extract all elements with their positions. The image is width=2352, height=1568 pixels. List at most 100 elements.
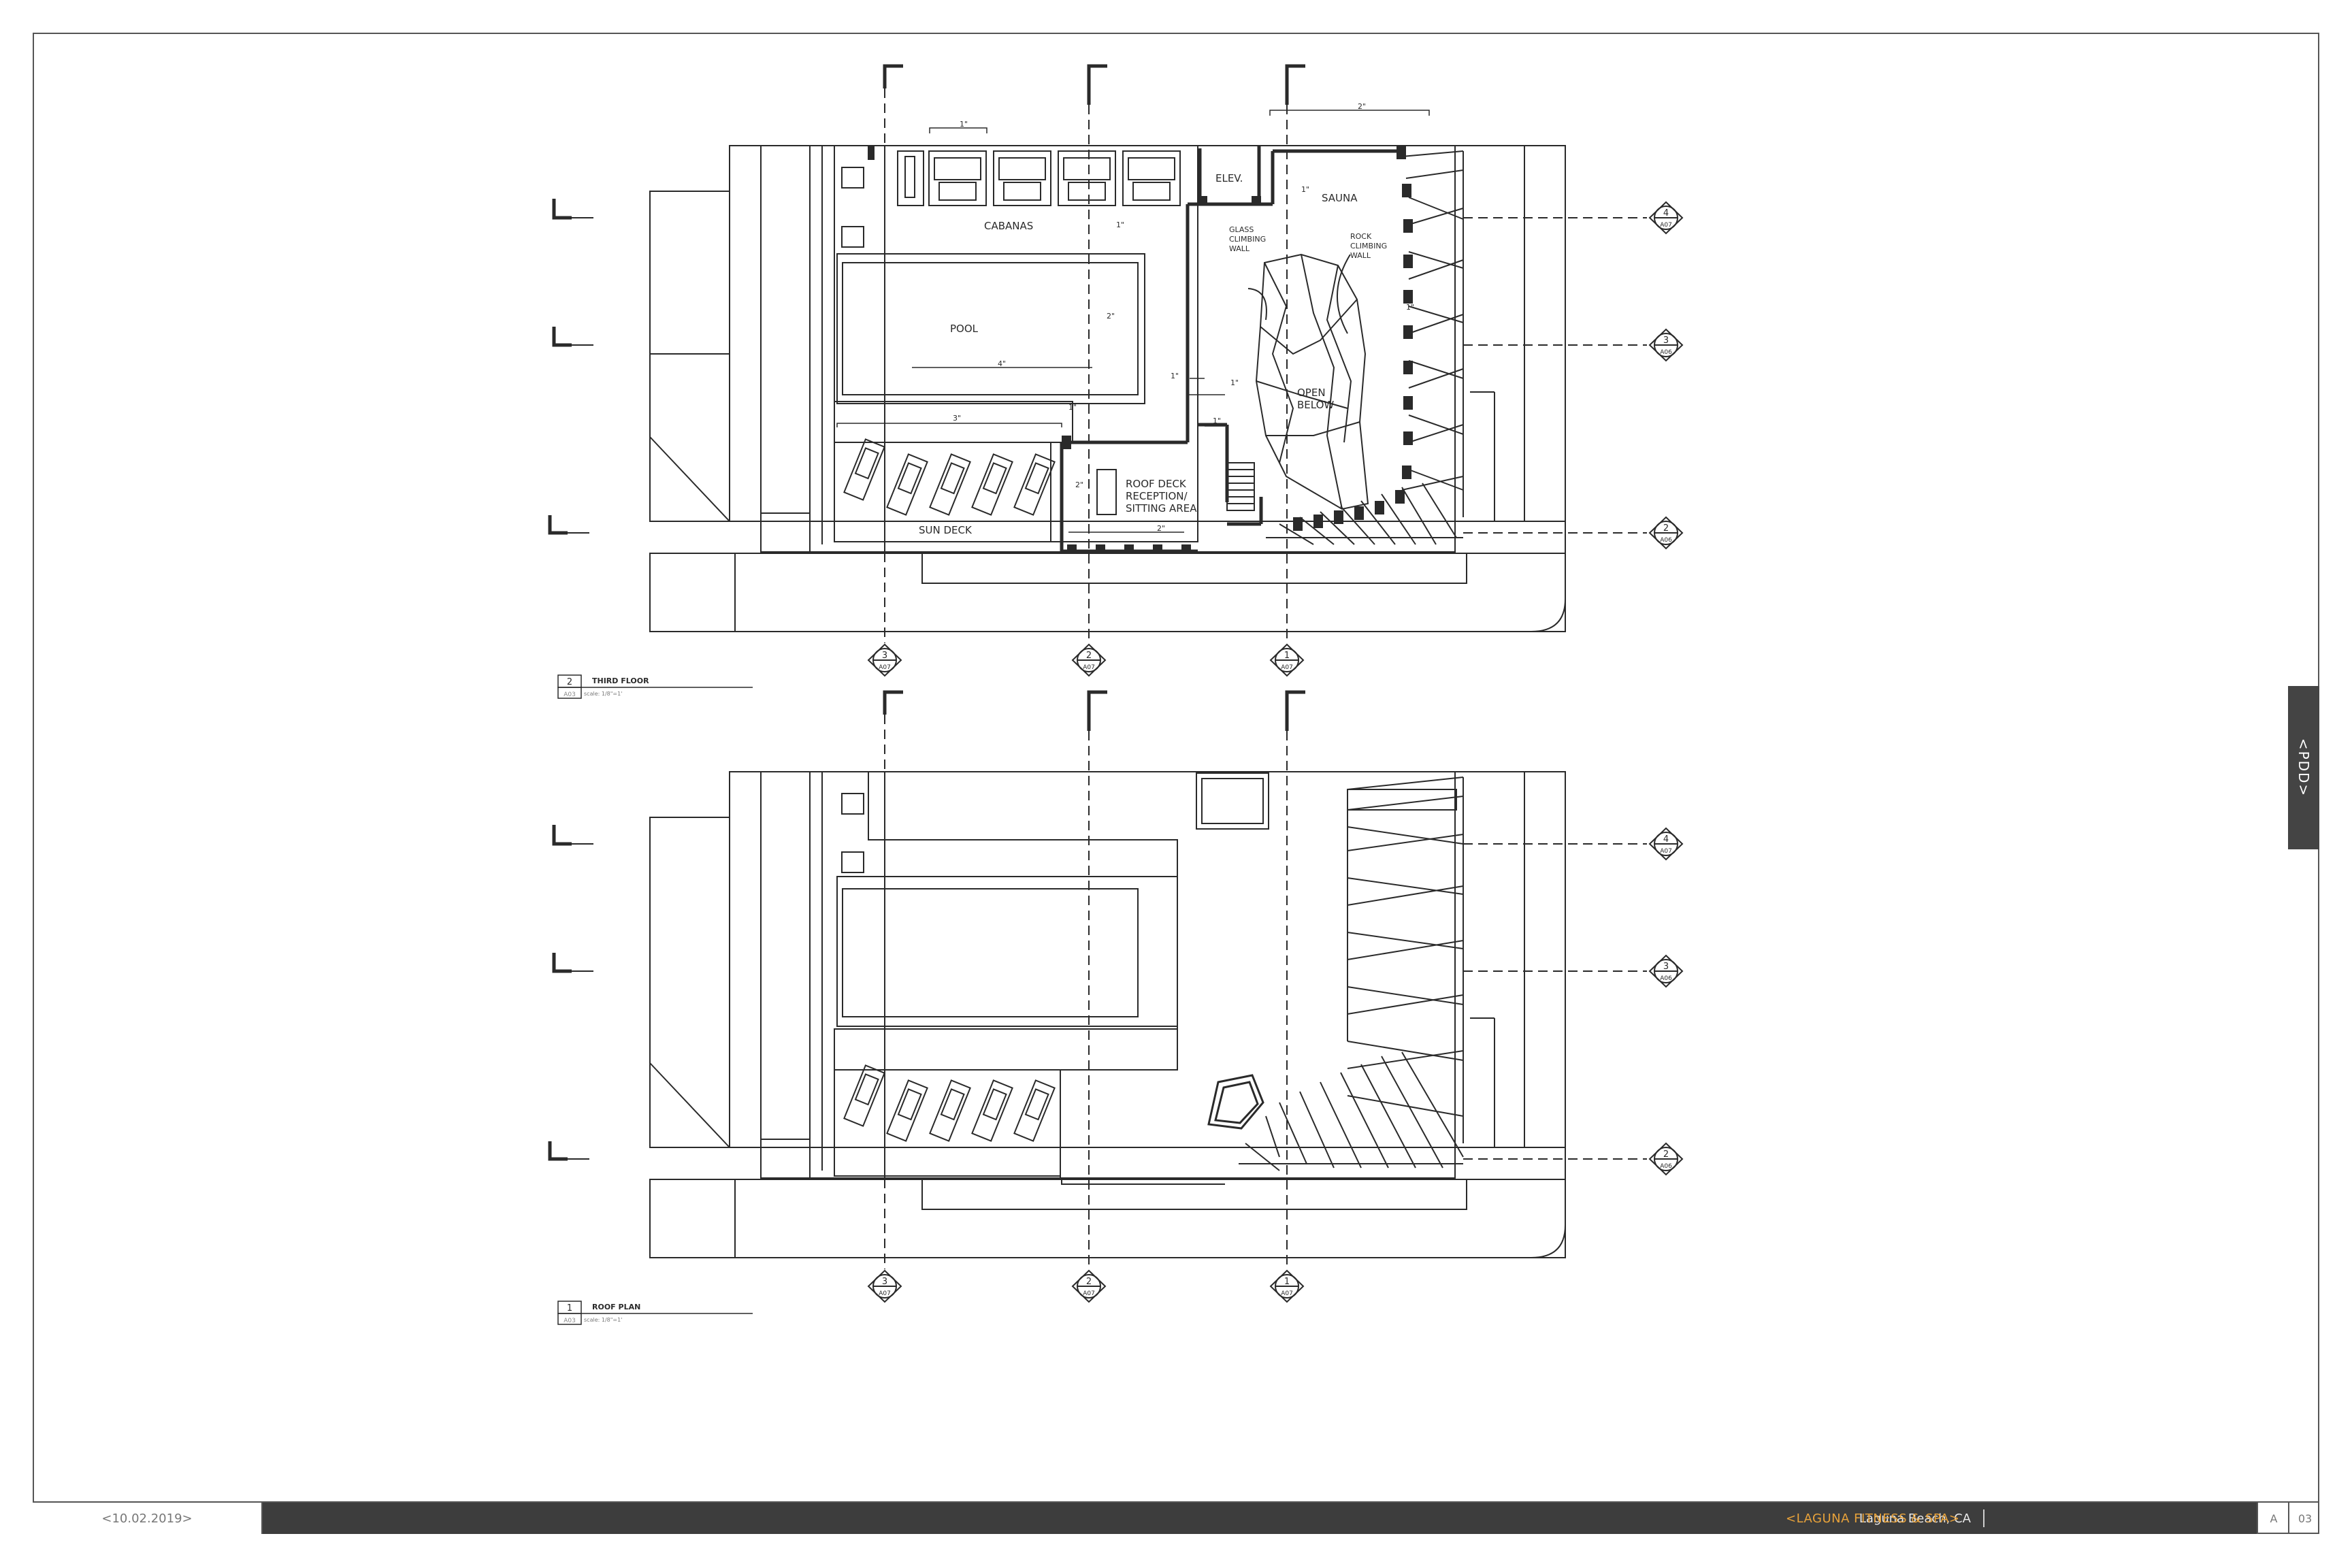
sun-deck-lounges [834, 438, 1056, 542]
stair [1226, 462, 1255, 511]
facade-fins [1266, 150, 1464, 545]
section-marker-symbols [867, 201, 1684, 1303]
dim-pool-length: 4" [998, 359, 1006, 368]
marker-rp-r3-num: 2 [1663, 1149, 1669, 1160]
label-elev: ELEV. [1215, 172, 1243, 184]
label-glass-wall-1: GLASS [1229, 225, 1254, 234]
marker-tf-r1-num: 4 [1663, 208, 1669, 218]
roof-plan-title-text: ROOF PLAN [592, 1303, 640, 1311]
interior-walls [1060, 146, 1402, 553]
third-floor-title-text: THIRD FLOOR [592, 676, 649, 685]
third-floor-plan [548, 64, 1647, 643]
marker-tf-b1-sheet: A07 [879, 664, 891, 671]
title-divider [1983, 1509, 1984, 1527]
roof-plan-title [557, 1301, 753, 1325]
dimension-labels: 1" 2" 4" 3" 2" 1" 1" 1" 1" 1" 2" 1" 1" 2… [953, 102, 1414, 533]
label-reception-1: ROOF DECK [1126, 478, 1187, 490]
cabana-units [928, 150, 1181, 206]
third-floor-title [557, 674, 753, 699]
marker-rp-r1-num: 4 [1663, 834, 1669, 845]
marker-tf-b3-sheet: A07 [1281, 664, 1293, 671]
roof-plan-scale: scale: 1/8"=1' [584, 1317, 622, 1323]
dim-cabana-width: 1" [960, 120, 968, 129]
marker-rp-r2-sheet: A06 [1660, 975, 1672, 982]
marker-tf-r3-num: 2 [1663, 523, 1669, 534]
label-glass-wall-2: CLIMBING [1229, 235, 1266, 244]
marker-rp-r3-sheet: A06 [1660, 1163, 1672, 1170]
roof-section-lines [884, 715, 1647, 1269]
roof-skylight [1207, 1074, 1264, 1130]
marker-rp-b1-num: 3 [882, 1277, 887, 1287]
section-lines [834, 88, 1647, 643]
roof-plan [548, 690, 1647, 1269]
roof-footprint [760, 771, 1456, 1185]
label-sauna: SAUNA [1322, 192, 1358, 204]
dim-small-2: 2" [1107, 312, 1115, 321]
marker-tf-r2-num: 3 [1663, 336, 1669, 346]
third-floor-scale: scale: 1/8"=1' [584, 691, 622, 697]
label-reception-2: RECEPTION/ [1126, 490, 1188, 502]
third-floor-number: 2 [567, 677, 572, 687]
dim-sauna-width: 2" [1358, 102, 1366, 111]
marker-tf-b1-num: 3 [882, 651, 887, 661]
marker-rp-b2-sheet: A07 [1083, 1290, 1095, 1297]
dim-small-3: 1" [1068, 403, 1077, 412]
pool [834, 253, 1145, 443]
date-cell: <10.02.2019> [33, 1503, 263, 1534]
sheet-number: 03 [2288, 1503, 2321, 1534]
label-open-below-1: OPEN [1297, 387, 1326, 399]
label-reception-3: SITTING AREA [1126, 502, 1197, 514]
marker-rp-r2-num: 3 [1663, 962, 1669, 972]
room-labels: CABANAS POOL ELEV. SAUNA GLASS CLIMBING … [919, 172, 1387, 536]
label-sun-deck: SUN DECK [919, 524, 973, 536]
pdd-side-tab[interactable]: <PDD> [2288, 686, 2319, 849]
marker-rp-r1-sheet: A07 [1660, 848, 1672, 855]
dimension-lines [836, 110, 1430, 533]
title-block-bar: <10.02.2019> Laguna Beach, CA <LAGUNA FI… [33, 1501, 2319, 1534]
roof-plan-sheet-ref: A03 [564, 1318, 576, 1324]
marker-tf-b3-num: 1 [1284, 651, 1290, 661]
marker-tf-r1-sheet: A07 [1660, 222, 1672, 229]
marker-rp-b1-sheet: A07 [879, 1290, 891, 1297]
project-location: Laguna Beach, CA [1859, 1511, 1971, 1526]
dim-lounge-width: 3" [953, 414, 961, 423]
label-open-below-2: BELOW [1297, 399, 1334, 411]
sheet-letter: A [2257, 1503, 2289, 1534]
section-marker-labels: 4 A07 3 A06 2 A06 3 A07 2 A07 1 A07 4 A0… [879, 208, 1672, 1297]
roof-plan-number: 1 [567, 1303, 572, 1313]
label-rock-wall-3: WALL [1350, 251, 1371, 260]
pdd-side-tab-label: <PDD> [2296, 738, 2313, 798]
title-band: Laguna Beach, CA [263, 1503, 2257, 1534]
label-rock-wall-2: CLIMBING [1350, 242, 1387, 250]
dim-rock-depth: 1" [1406, 303, 1414, 312]
marker-tf-r3-sheet: A06 [1660, 537, 1672, 544]
marker-tf-r2-sheet: A06 [1660, 349, 1672, 356]
dim-reception-width: 2" [1157, 524, 1165, 533]
dim-corridor-3: 1" [1213, 416, 1221, 425]
dim-corridor-1: 1" [1171, 372, 1179, 380]
marker-tf-b2-num: 2 [1086, 651, 1092, 661]
roof-facade-fins [1239, 777, 1464, 1171]
marker-rp-b3-num: 1 [1284, 1277, 1290, 1287]
label-pool: POOL [950, 323, 979, 335]
label-cabanas: CABANAS [984, 220, 1033, 232]
facade-columns [1062, 146, 1413, 553]
project-name: <LAGUNA FITNESS & SPA> [1786, 1511, 1960, 1526]
building-footprint [760, 145, 1456, 553]
marker-rp-b3-sheet: A07 [1281, 1290, 1293, 1297]
label-rock-wall-1: ROCK [1350, 232, 1372, 241]
dim-small-5: 2" [1075, 480, 1083, 489]
marker-tf-b2-sheet: A07 [1083, 664, 1095, 671]
dim-small-4: 1" [1301, 185, 1309, 194]
cabanas-row [841, 145, 1181, 248]
dim-small-1: 1" [1116, 220, 1124, 229]
dim-corridor-2: 1" [1230, 378, 1239, 387]
label-glass-wall-3: WALL [1229, 244, 1250, 253]
section-cut-markers-top [548, 64, 1305, 535]
marker-rp-b2-num: 2 [1086, 1277, 1092, 1287]
section-cut-markers-roof-top [548, 690, 1305, 1161]
climbing-walls [1247, 253, 1369, 510]
third-floor-sheet-ref: A03 [564, 691, 576, 698]
